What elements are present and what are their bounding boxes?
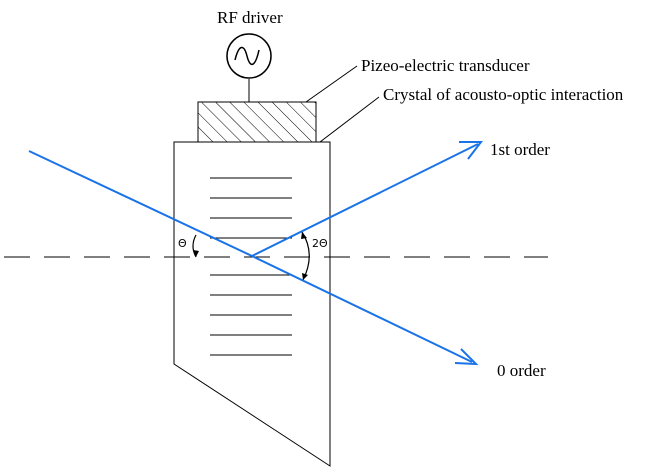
zero-order-arrowhead xyxy=(454,348,479,366)
theta-arc-arrowhead xyxy=(193,250,199,257)
piezo-transducer-block xyxy=(197,101,317,143)
first-order-label: 1st order xyxy=(490,140,550,159)
incident-beam xyxy=(28,150,253,257)
rf-driver-label: RF driver xyxy=(217,8,283,27)
zero-order-label: 0 order xyxy=(497,361,546,380)
crystal-label: Crystal of acousto-optic interaction xyxy=(383,85,624,104)
two-theta-angle-arc xyxy=(301,231,310,281)
theta-angle-arc xyxy=(192,234,197,258)
acoustic-wavefronts xyxy=(210,177,292,356)
transducer-label: Pizeo-electric transducer xyxy=(361,56,530,75)
two-theta-label: 2Θ xyxy=(312,237,328,250)
theta-label: Θ xyxy=(178,237,187,250)
first-order-arrowhead xyxy=(459,141,484,160)
two-theta-arc-arrowhead-bottom xyxy=(302,273,308,280)
two-theta-arc-arrowhead-top xyxy=(301,232,307,239)
crystal-body xyxy=(173,141,331,467)
transducer-leader-line xyxy=(305,65,358,103)
sine-wave-generator-icon xyxy=(226,33,272,79)
first-order-beam xyxy=(251,143,479,257)
crystal-leader-line xyxy=(319,96,380,143)
zero-order-beam xyxy=(251,255,473,363)
